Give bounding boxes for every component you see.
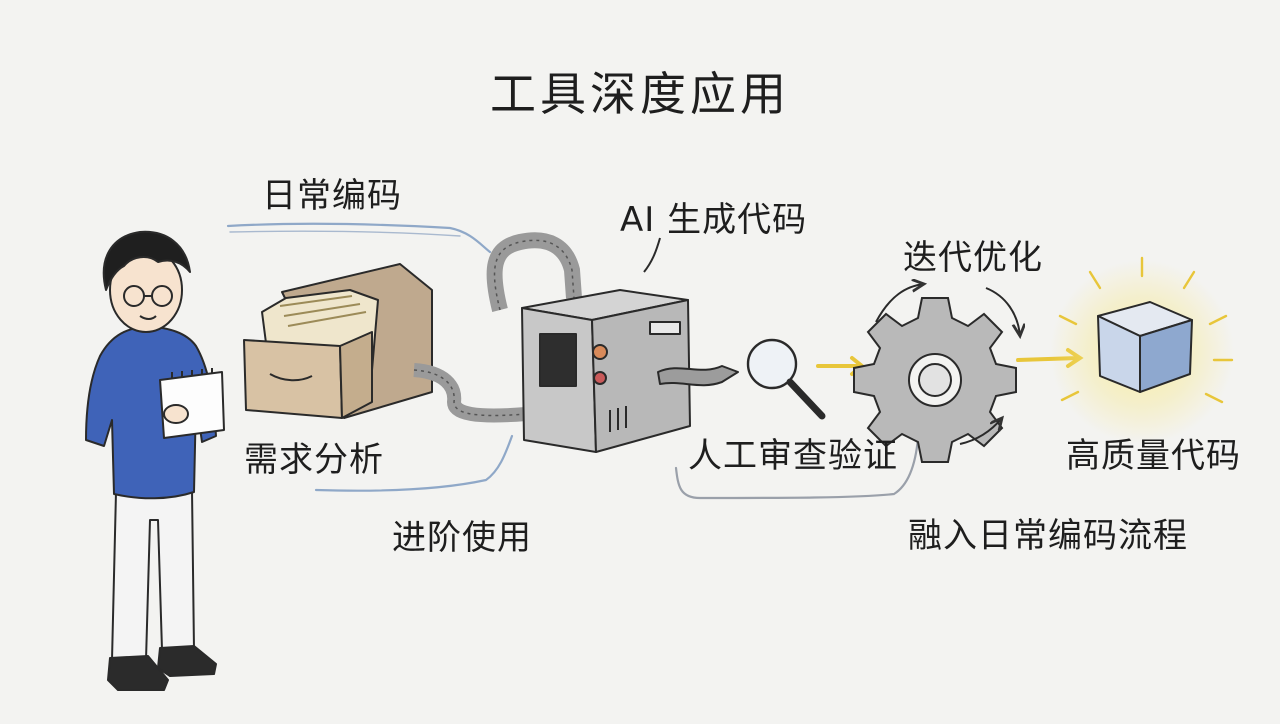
notepad-rings	[171, 368, 213, 378]
label-advanced-use: 进阶使用	[392, 518, 532, 558]
label-iterate: 迭代优化	[903, 238, 1043, 278]
daily-coding-line	[226, 222, 492, 254]
left-shoe	[107, 655, 169, 691]
daily-coding-line-2	[229, 230, 461, 237]
cabinet-drawer-side	[339, 331, 373, 419]
cube-rays	[1058, 256, 1234, 404]
machine-indicator	[649, 321, 681, 335]
person-icon	[85, 230, 225, 691]
machine-screen	[539, 333, 577, 387]
magnifier-lens	[746, 338, 798, 390]
machine-knob-1	[592, 344, 608, 360]
magnifier-handle	[786, 378, 826, 420]
cabinet-drawer	[243, 339, 343, 419]
flow-lines	[226, 222, 920, 500]
label-high-quality: 高质量代码	[1066, 436, 1241, 476]
ai-callout-tick	[643, 237, 661, 273]
cabinet-handle	[269, 373, 313, 382]
advanced-use-line	[314, 434, 514, 492]
person-legs	[111, 489, 195, 661]
person-hair	[102, 230, 191, 291]
machine-output	[657, 365, 739, 387]
integrate-line	[674, 436, 920, 500]
notepad	[159, 371, 225, 439]
gear-cycle-top	[875, 284, 924, 323]
gear-cycle-right	[985, 287, 1020, 336]
machine-icon	[413, 232, 739, 453]
label-integrate: 融入日常编码流程	[908, 516, 1188, 556]
machine-vents	[609, 406, 627, 432]
machine-side	[591, 299, 691, 453]
hand	[163, 404, 189, 424]
gear-icon	[853, 284, 1020, 463]
diagram-title: 工具深度应用	[490, 67, 790, 121]
pipe-side-outline	[413, 369, 527, 417]
magnifier-icon	[746, 338, 826, 420]
file-cabinet-icon	[243, 263, 433, 419]
label-human-review: 人工审查验证	[688, 436, 898, 476]
label-daily-coding: 日常编码	[262, 176, 402, 216]
cube-icon	[1050, 256, 1234, 444]
gear-hub	[918, 363, 952, 397]
right-shoe	[157, 645, 217, 677]
pipe-top-outline	[493, 239, 575, 311]
cube-right	[1139, 319, 1193, 393]
cabinet-file-tabs	[279, 295, 367, 327]
gear-cycle-bottom	[959, 418, 1002, 445]
label-ai-generate: AI 生成代码	[620, 200, 808, 240]
label-requirements: 需求分析	[244, 440, 384, 480]
person-smile	[139, 315, 157, 320]
machine-knob-2	[593, 371, 607, 385]
